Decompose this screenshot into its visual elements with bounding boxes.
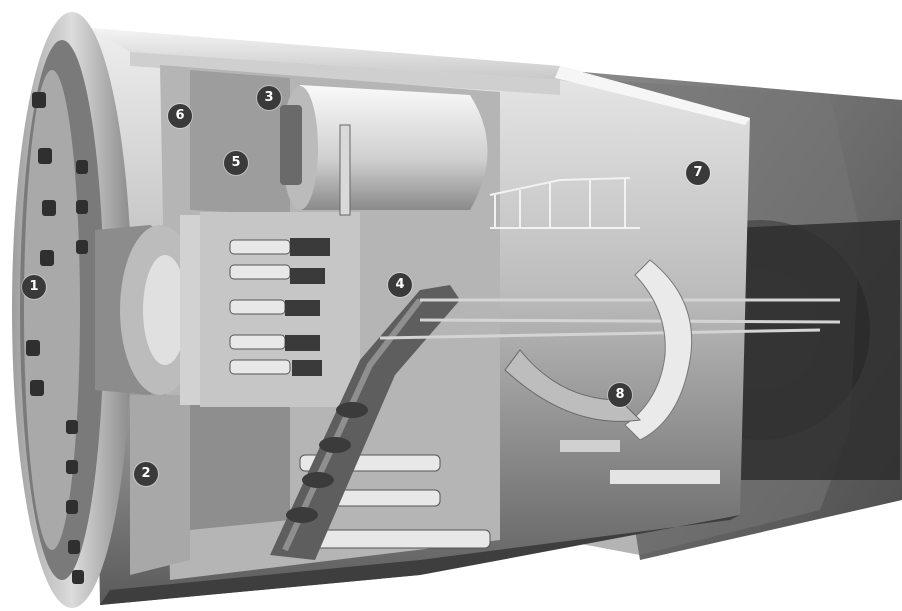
pressure-tank [280, 85, 488, 216]
callout-8: 8 [608, 383, 632, 407]
cutterhead [12, 12, 132, 608]
callout-5: 5 [224, 151, 248, 175]
callout-2: 2 [134, 462, 158, 486]
callout-3: 3 [257, 86, 281, 110]
segment-erector [504, 259, 720, 484]
callout-7: 7 [686, 161, 710, 185]
screw-conveyor [270, 285, 460, 560]
platform-railing [489, 177, 640, 229]
tail-skin [555, 66, 750, 125]
belt-conveyor [379, 298, 841, 340]
callout-4: 4 [388, 273, 412, 297]
main-drive [95, 212, 360, 407]
callout-6: 6 [168, 104, 192, 128]
callout-1: 1 [22, 275, 46, 299]
